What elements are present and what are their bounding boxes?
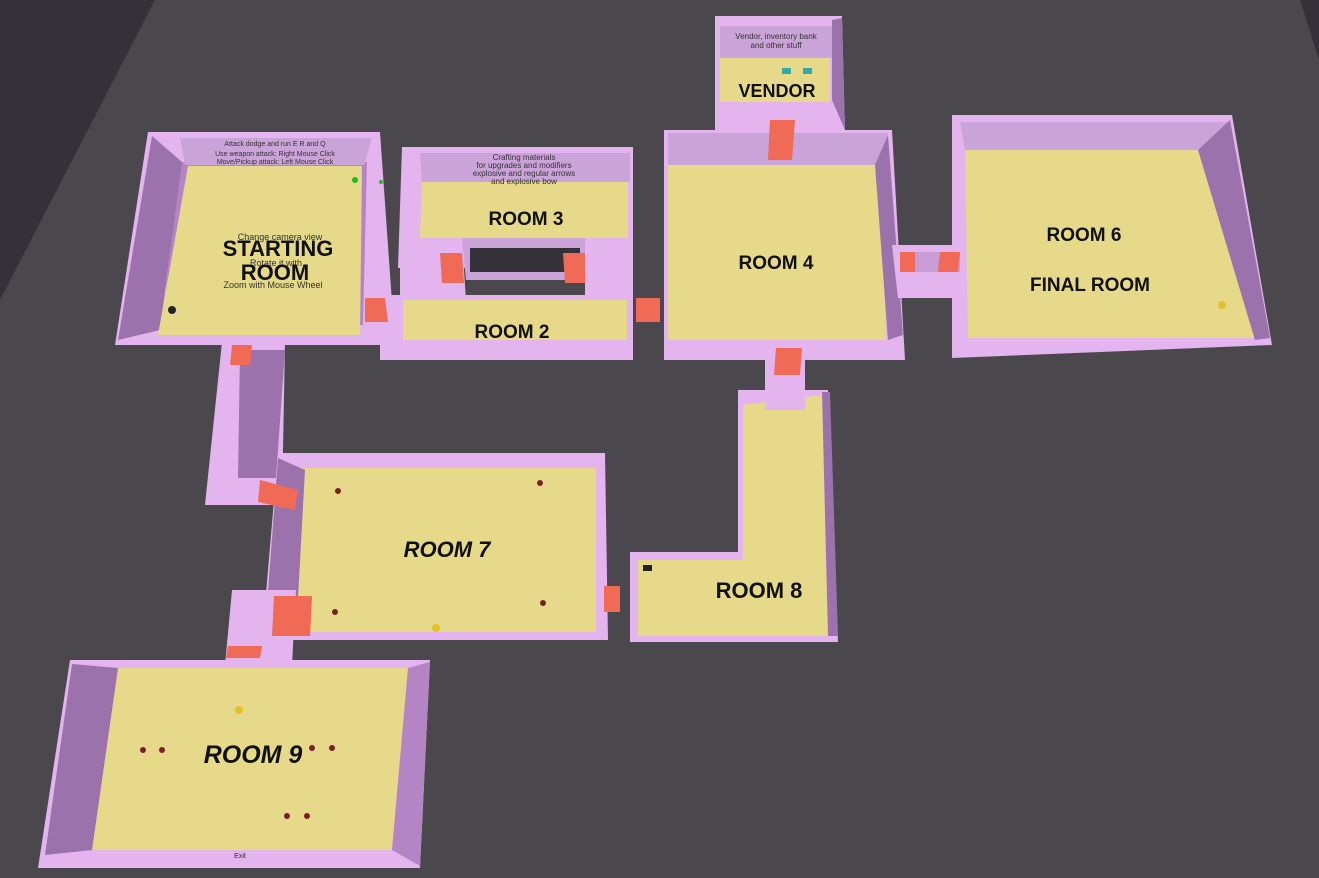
enemy-icon[interactable] [309, 745, 315, 751]
door-7-north[interactable] [258, 480, 298, 510]
starting-room-label-2: ROOM [241, 260, 309, 285]
enemy-icon[interactable] [140, 747, 146, 753]
enemy-icon[interactable] [284, 813, 290, 819]
room-8-label: ROOM 8 [716, 578, 803, 603]
door-4-8[interactable] [774, 348, 802, 375]
corridor-1-7 [205, 342, 285, 505]
enemy-icon[interactable] [335, 488, 341, 494]
sign-craft-3: explosive and regular arrows [473, 169, 575, 178]
entities [140, 68, 1226, 819]
door-1-7[interactable] [230, 345, 252, 365]
sign-craft-1: Crafting materials [493, 153, 556, 162]
enemy-icon[interactable] [304, 813, 310, 819]
sign-craft-4: and explosive bow [491, 177, 557, 186]
room-6-subtitle: FINAL ROOM [1030, 275, 1150, 296]
room-2 [380, 295, 633, 360]
room-6-label: ROOM 6 [1047, 225, 1122, 246]
room-4-label: ROOM 4 [739, 253, 814, 274]
door-4-vendor[interactable] [768, 120, 795, 160]
starting-room [115, 132, 395, 345]
door-1-2[interactable] [365, 298, 388, 322]
sign-floor-3: Zoom with Mouse Wheel [223, 280, 322, 290]
gold-coin-icon[interactable] [432, 624, 440, 632]
sign-floor-2: Rotate it with [250, 258, 302, 268]
door-2-3b[interactable] [563, 253, 585, 283]
enemy-icon[interactable] [537, 480, 543, 486]
sign-start-1: Attack dodge and run E R and Q [224, 141, 326, 148]
room-6 [952, 115, 1272, 358]
vendor-room [715, 16, 845, 133]
sign-start-2: Use weapon attack: Right Mouse Click [215, 151, 335, 158]
room-labels: STARTING ROOM ROOM 2 ROOM 3 ROOM 4 ROOM … [204, 81, 1150, 769]
sign-room9: Exit [234, 853, 246, 860]
room-9-label: ROOM 9 [204, 741, 303, 769]
room-3-label: ROOM 3 [489, 209, 564, 230]
chest-icon[interactable] [643, 565, 652, 571]
enemy-icon[interactable] [332, 609, 338, 615]
item-pickup-icon[interactable] [379, 180, 383, 184]
item-pickup-icon[interactable] [803, 68, 812, 74]
player-icon[interactable] [168, 306, 176, 314]
sign-vendor-1: Vendor, inventory bank [735, 32, 817, 41]
item-pickup-icon[interactable] [782, 68, 791, 74]
door-7-8[interactable] [604, 586, 620, 612]
sign-floor-1: Change camera view [238, 232, 323, 242]
door-6[interactable] [938, 252, 960, 272]
sign-craft-2: for upgrades and modifiers [476, 161, 571, 170]
starting-room-label-1: STARTING [223, 236, 334, 261]
doors [226, 120, 960, 658]
door-7-9[interactable] [272, 596, 312, 636]
signs: Attack dodge and run E R and Q Use weapo… [215, 32, 818, 860]
enemy-icon[interactable] [329, 745, 335, 751]
door-4-6[interactable] [900, 252, 915, 272]
door-2-4[interactable] [636, 298, 660, 322]
item-pickup-icon[interactable] [352, 177, 358, 183]
enemy-icon[interactable] [540, 600, 546, 606]
room-2-label: ROOM 2 [475, 322, 550, 343]
enemy-icon[interactable] [159, 747, 165, 753]
vendor-label: VENDOR [738, 81, 815, 101]
sign-start-3: Move/Pickup attack: Left Mouse Click [217, 159, 334, 166]
sign-vendor-2: and other stuff [751, 41, 803, 50]
gold-coin-icon[interactable] [235, 706, 243, 714]
gold-coin-icon[interactable] [1218, 301, 1226, 309]
room-4 [664, 130, 905, 360]
room-7-label: ROOM 7 [404, 537, 493, 562]
room-9 [38, 660, 430, 868]
room-3 [398, 147, 633, 300]
door-2-3a[interactable] [440, 253, 464, 283]
room-7 [262, 453, 608, 640]
door-9[interactable] [226, 646, 262, 658]
